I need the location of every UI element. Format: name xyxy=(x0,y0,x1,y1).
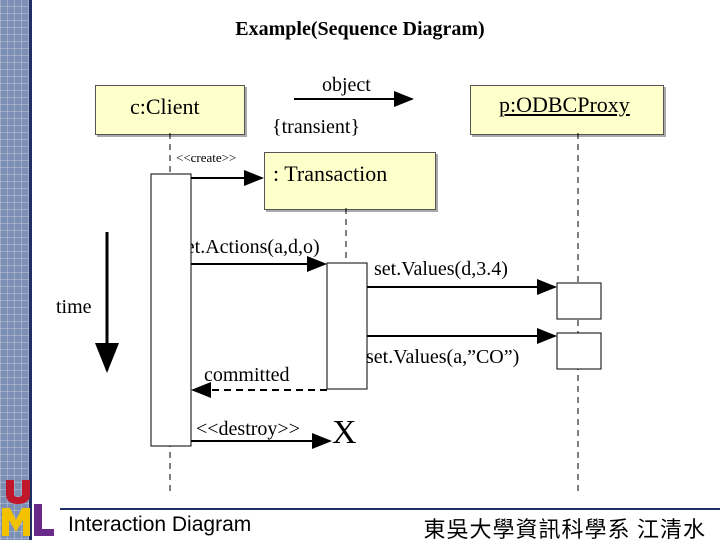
diagram-title: Example(Sequence Diagram) xyxy=(235,18,485,40)
transaction-activation xyxy=(326,262,368,390)
client-object-label: c:Client xyxy=(130,94,200,119)
footer-left-text: Interaction Diagram xyxy=(68,513,252,536)
transaction-object-label: : Transaction xyxy=(273,161,388,186)
proxy-activation-1 xyxy=(556,282,602,320)
committed-label: committed xyxy=(204,364,290,386)
proxy-object-box: p:ODBCProxy xyxy=(470,85,664,135)
set-values-2-label: set.Values(a,”CO”) xyxy=(366,346,520,368)
create-label: <<create>> xyxy=(176,150,237,165)
transaction-object-box: : Transaction xyxy=(264,152,436,210)
footer-right-text: 東吳大學資訊科學系 江清水 xyxy=(423,517,706,542)
object-label: object xyxy=(322,74,371,96)
set-actions-label: set.Actions(a,d,o) xyxy=(178,236,320,258)
uml-logo xyxy=(2,480,54,536)
left-frame-line xyxy=(29,0,32,540)
set-values-1-label: set.Values(d,3.4) xyxy=(374,258,508,280)
client-object-box: c:Client xyxy=(95,85,245,135)
proxy-activation-2 xyxy=(556,332,602,370)
client-activation xyxy=(150,173,192,447)
transient-label: {transient} xyxy=(272,116,361,138)
left-decor-bar xyxy=(0,0,29,540)
time-label: time xyxy=(56,296,92,318)
destroy-mark: X xyxy=(332,414,357,451)
destroy-label: <<destroy>> xyxy=(196,418,300,440)
proxy-object-label: p:ODBCProxy xyxy=(499,92,630,117)
bottom-frame-line xyxy=(60,508,720,510)
